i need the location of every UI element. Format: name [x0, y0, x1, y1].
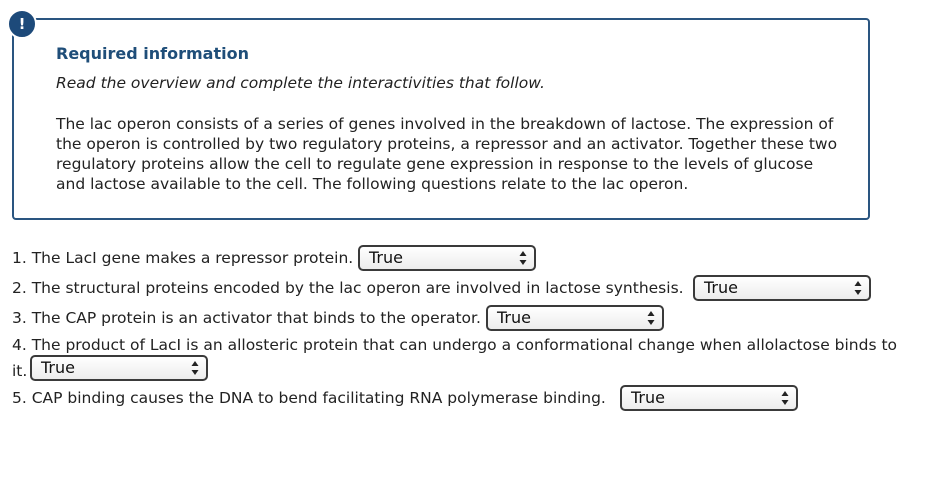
select-arrows-icon — [191, 361, 199, 375]
overview-paragraph: The lac operon consists of a series of g… — [56, 115, 838, 193]
question-4-text: 4. The product of LacI is an allosteric … — [12, 336, 898, 380]
exclamation-icon: ! — [7, 9, 37, 39]
question-2-text: 2. The structural proteins encoded by th… — [12, 279, 684, 297]
question-3-select[interactable]: True — [486, 305, 664, 331]
required-info-title: Required information — [56, 44, 249, 63]
question-4-select[interactable]: True — [30, 355, 208, 381]
select-arrows-icon — [647, 311, 655, 325]
question-5-select[interactable]: True — [620, 385, 798, 411]
select-arrows-icon — [781, 391, 789, 405]
question-2-select[interactable]: True — [693, 275, 871, 301]
question-4-selected-value: True — [41, 358, 75, 377]
required-info-panel — [12, 18, 870, 220]
question-1-text: 1. The LacI gene makes a repressor prote… — [12, 249, 354, 267]
question-2-selected-value: True — [704, 278, 738, 297]
required-info-subtitle: Read the overview and complete the inter… — [56, 74, 545, 92]
select-arrows-icon — [519, 251, 527, 265]
question-5-selected-value: True — [631, 388, 665, 407]
question-5-text: 5. CAP binding causes the DNA to bend fa… — [12, 389, 606, 407]
question-1-selected-value: True — [369, 248, 403, 267]
question-1-select[interactable]: True — [358, 245, 536, 271]
select-arrows-icon — [854, 281, 862, 295]
question-3-selected-value: True — [497, 308, 531, 327]
question-3-text: 3. The CAP protein is an activator that … — [12, 309, 481, 327]
